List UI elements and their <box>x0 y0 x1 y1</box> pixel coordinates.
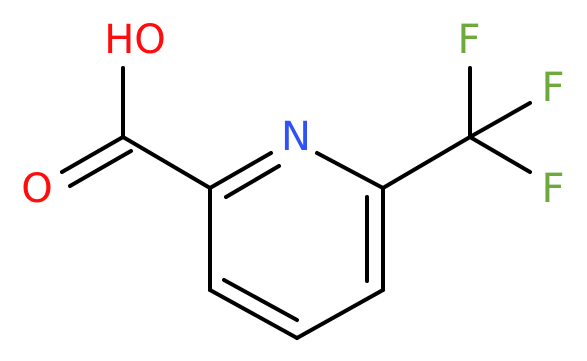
bond-c-o-double-b <box>68 149 133 188</box>
bond-c-o-double-a <box>60 135 125 174</box>
bond-ring-c4-c3-a <box>208 288 299 340</box>
bond-ring-c2-n-a <box>208 151 273 190</box>
atom-label-ring-nitrogen: N <box>281 114 311 160</box>
bond-ring-c2-n-b <box>224 164 281 199</box>
bond-ring-c4-c3-b <box>222 278 299 322</box>
atom-label-fluorine-3: F <box>541 166 564 212</box>
bond-ring-c5-c4 <box>295 288 385 340</box>
atom-label-fluorine-1: F <box>457 17 480 63</box>
bond-c-ring <box>121 135 212 190</box>
bond-c-f2 <box>468 101 532 139</box>
bond-ring-n-c6 <box>315 151 385 190</box>
atom-label-fluorine-2: F <box>541 65 564 111</box>
atom-label-hydroxyl: HO <box>104 17 166 63</box>
atom-label-carbonyl-oxygen: O <box>21 166 52 212</box>
bond-c-f3 <box>468 135 532 174</box>
bond-ring-cf3 <box>381 135 472 190</box>
